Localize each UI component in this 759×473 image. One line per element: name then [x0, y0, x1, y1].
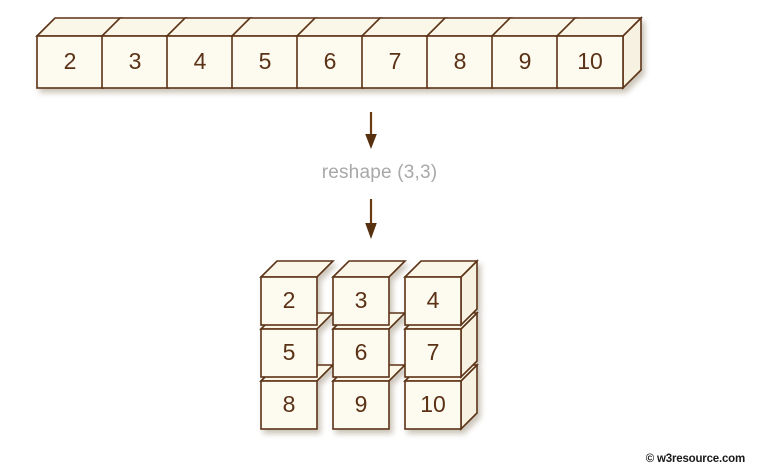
cube-value: 4 [427, 287, 440, 313]
arrow-down-top [365, 112, 377, 149]
cube-face-front [231, 35, 299, 89]
cube-value: 2 [283, 287, 296, 313]
cube-face-front [332, 380, 390, 430]
cube: 2 [259, 260, 335, 326]
arrow-down-bottom [365, 199, 377, 239]
cube-value: 6 [355, 339, 368, 365]
cube: 2 [35, 17, 123, 89]
cube-value: 2 [64, 48, 77, 74]
cube-value: 7 [427, 339, 440, 365]
cube-value: 6 [324, 48, 337, 74]
cube: 8 [425, 17, 513, 89]
cube-face-front [101, 35, 169, 89]
cube: 3 [331, 260, 407, 326]
cube: 3 [100, 17, 188, 89]
cube-value: 8 [454, 48, 467, 74]
cube-face-top [259, 260, 335, 278]
source-array-row: 2 3 4 5 6 7 8 9 10 [35, 16, 643, 90]
cube-face-front [556, 35, 624, 89]
cube-value: 9 [355, 391, 368, 417]
cube-face-top [331, 260, 407, 278]
cube-value: 3 [129, 48, 142, 74]
reshape-operation-label: reshape (3,3) [321, 162, 438, 183]
cube: 10 [555, 16, 643, 90]
cube: 9 [490, 17, 578, 89]
cube-face-front [260, 380, 318, 430]
cube-face-front [404, 276, 462, 326]
cube-value: 10 [420, 391, 446, 417]
cube-value: 5 [259, 48, 272, 74]
result-array-grid: 10 9 8 7 6 5 4 3 2 [259, 259, 479, 431]
cube-value: 10 [577, 48, 603, 74]
cube-value: 8 [283, 391, 296, 417]
cube-face-front [491, 35, 559, 89]
cube: 7 [360, 17, 448, 89]
cube-face-front [260, 276, 318, 326]
cube-face-front [404, 380, 462, 430]
cube: 5 [230, 17, 318, 89]
cube-face-front [166, 35, 234, 89]
cube: 4 [403, 259, 479, 327]
cube-value: 7 [389, 48, 402, 74]
cube: 4 [165, 17, 253, 89]
cube-face-front [260, 328, 318, 378]
cube-face-front [404, 328, 462, 378]
cube-face-front [332, 276, 390, 326]
cube-value: 3 [355, 287, 368, 313]
watermark: © w3resource.com [645, 453, 745, 465]
cube-value: 5 [283, 339, 296, 365]
cube-value: 9 [519, 48, 532, 74]
cube-value: 4 [194, 48, 207, 74]
cube-face-front [332, 328, 390, 378]
